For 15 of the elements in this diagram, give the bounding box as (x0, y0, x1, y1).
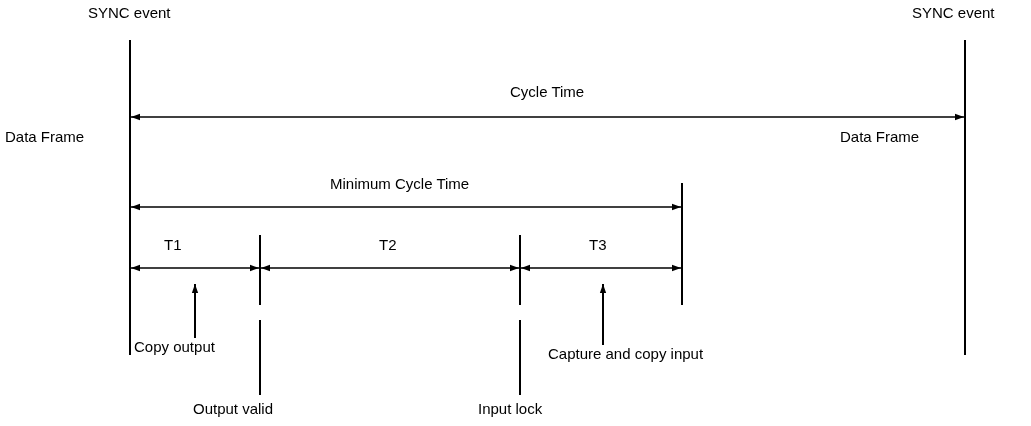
sync-event-label: SYNC event (88, 4, 171, 22)
marker-label: Output valid (193, 400, 274, 418)
leader-arrow (191, 283, 199, 339)
marker-label: Input lock (478, 400, 543, 418)
sync-event-label: SYNC event (912, 4, 995, 22)
dimension-label: Minimum Cycle Time (330, 175, 470, 193)
interval-label: T3 (589, 236, 607, 254)
annotation-label: Capture and copy input (548, 345, 704, 363)
leader-arrow (599, 283, 607, 346)
interval-label: T1 (164, 236, 182, 254)
interval-label: T2 (379, 236, 397, 254)
dimension-label: Cycle Time (510, 83, 585, 101)
annotation-label: Copy output (134, 338, 215, 356)
frame-label: Data Frame (840, 128, 920, 146)
frame-label: Data Frame (5, 128, 85, 146)
